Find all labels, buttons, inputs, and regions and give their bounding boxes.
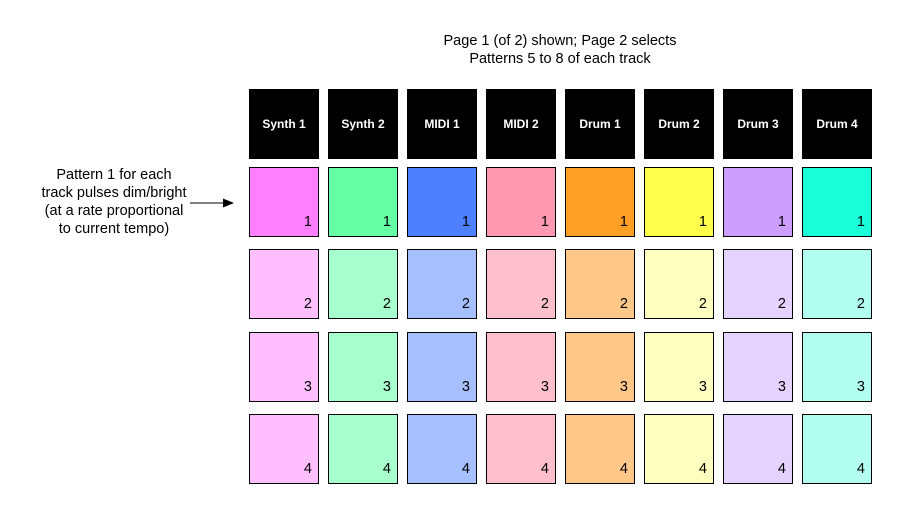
pattern-number: 2: [382, 296, 391, 312]
pattern-number: 3: [856, 379, 865, 395]
pattern-number: 1: [698, 214, 707, 230]
pattern-number: 4: [540, 461, 549, 477]
pattern-number: 2: [698, 296, 707, 312]
pattern-number: 2: [619, 296, 628, 312]
pattern-pad[interactable]: 2: [486, 249, 556, 319]
annotation-line-1: Pattern 1 for each: [56, 167, 172, 183]
pattern-number: 4: [382, 461, 391, 477]
annotation-line-2: track pulses dim/bright: [41, 185, 187, 201]
pattern-pad[interactable]: 1: [328, 167, 398, 237]
pattern-number: 2: [540, 296, 549, 312]
pattern-number: 3: [698, 379, 707, 395]
pattern-pad[interactable]: 3: [407, 332, 477, 402]
pattern-pad[interactable]: 1: [802, 167, 872, 237]
pattern-number: 3: [303, 379, 312, 395]
pattern-number: 4: [777, 461, 786, 477]
pattern-number: 3: [382, 379, 391, 395]
pattern-pad[interactable]: 1: [249, 167, 319, 237]
pattern-pad[interactable]: 4: [249, 414, 319, 484]
pattern-pad[interactable]: 1: [644, 167, 714, 237]
track-header-7[interactable]: Drum 3: [723, 89, 793, 159]
pattern-pad[interactable]: 3: [723, 332, 793, 402]
pattern-pad[interactable]: 1: [407, 167, 477, 237]
pattern-pad[interactable]: 4: [407, 414, 477, 484]
pattern-pad[interactable]: 1: [486, 167, 556, 237]
pattern-number: 2: [777, 296, 786, 312]
track-header-6[interactable]: Drum 2: [644, 89, 714, 159]
pattern-number: 1: [777, 214, 786, 230]
pattern-pad[interactable]: 4: [802, 414, 872, 484]
pattern-number: 1: [540, 214, 549, 230]
annotation-line-3: (at a rate proportional: [44, 203, 184, 219]
pattern-number: 4: [303, 461, 312, 477]
pattern-number: 1: [461, 214, 470, 230]
pattern-number: 1: [856, 214, 865, 230]
track-header-1[interactable]: Synth 1: [249, 89, 319, 159]
pattern-pad[interactable]: 3: [486, 332, 556, 402]
pattern-number: 2: [856, 296, 865, 312]
pattern-number: 2: [303, 296, 312, 312]
pattern-pad[interactable]: 2: [565, 249, 635, 319]
track-header-4[interactable]: MIDI 2: [486, 89, 556, 159]
pattern-pad[interactable]: 2: [802, 249, 872, 319]
track-header-8[interactable]: Drum 4: [802, 89, 872, 159]
pattern-number: 4: [856, 461, 865, 477]
track-header-3[interactable]: MIDI 1: [407, 89, 477, 159]
pattern-pad[interactable]: 2: [328, 249, 398, 319]
pattern-pad[interactable]: 2: [723, 249, 793, 319]
annotation-line-4: to current tempo): [58, 221, 170, 237]
pattern-number: 4: [698, 461, 707, 477]
pattern-pad[interactable]: 3: [802, 332, 872, 402]
pattern-pad[interactable]: 1: [723, 167, 793, 237]
track-header-5[interactable]: Drum 1: [565, 89, 635, 159]
pattern-number: 3: [540, 379, 549, 395]
pattern-pad[interactable]: 2: [407, 249, 477, 319]
pattern-number: 4: [619, 461, 628, 477]
pattern-pad[interactable]: 3: [565, 332, 635, 402]
page-caption-line-2: Patterns 5 to 8 of each track: [469, 51, 651, 67]
pattern-pad[interactable]: 3: [644, 332, 714, 402]
pattern-pad[interactable]: 4: [644, 414, 714, 484]
pattern-pad[interactable]: 4: [486, 414, 556, 484]
pattern-number: 3: [619, 379, 628, 395]
pattern-number: 1: [619, 214, 628, 230]
pattern-pad[interactable]: 3: [249, 332, 319, 402]
pulse-annotation: Pattern 1 for each track pulses dim/brig…: [14, 166, 214, 238]
pattern-number: 3: [461, 379, 470, 395]
pattern-pad[interactable]: 2: [644, 249, 714, 319]
pattern-pad[interactable]: 4: [328, 414, 398, 484]
pattern-number: 4: [461, 461, 470, 477]
pattern-pad[interactable]: 4: [723, 414, 793, 484]
pattern-number: 3: [777, 379, 786, 395]
pattern-pad[interactable]: 1: [565, 167, 635, 237]
pattern-pad[interactable]: 2: [249, 249, 319, 319]
page-caption: Page 1 (of 2) shown; Page 2 selects Patt…: [400, 32, 720, 68]
pattern-pad[interactable]: 4: [565, 414, 635, 484]
pattern-number: 1: [303, 214, 312, 230]
pattern-pad[interactable]: 3: [328, 332, 398, 402]
pattern-number: 2: [461, 296, 470, 312]
page-caption-line-1: Page 1 (of 2) shown; Page 2 selects: [443, 33, 677, 49]
pattern-number: 1: [382, 214, 391, 230]
track-header-2[interactable]: Synth 2: [328, 89, 398, 159]
